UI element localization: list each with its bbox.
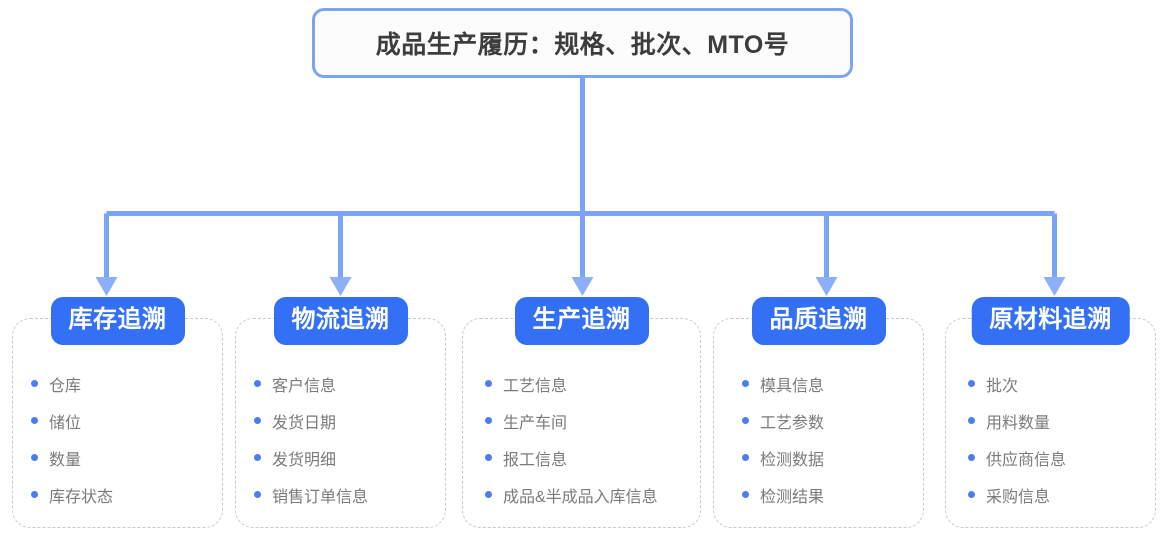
list-item: 批次: [968, 365, 1147, 402]
list-item: 工艺信息: [485, 365, 692, 402]
category-item-list-logistics: 客户信息 发货日期 发货明细 销售订单信息: [254, 365, 437, 513]
category-box-inventory: 库存追溯 仓库 储位 数量 库存状态: [12, 297, 223, 528]
connector-arrowheads: [95, 277, 1066, 296]
list-item: 工艺参数: [742, 402, 915, 439]
bullet-dot-icon: [485, 380, 492, 387]
list-item-label: 发货明细: [272, 451, 337, 469]
list-item: 成品&半成品入库信息: [485, 476, 692, 513]
arrowhead-4: [1043, 277, 1066, 296]
list-item-label: 销售订单信息: [272, 488, 369, 506]
category-title-inventory: 库存追溯: [50, 297, 185, 345]
bullet-dot-icon: [968, 380, 975, 387]
list-item: 库存状态: [31, 476, 214, 513]
bullet-dot-icon: [31, 491, 38, 498]
list-item: 检测数据: [742, 439, 915, 476]
bullet-dot-icon: [254, 417, 261, 424]
bullet-dot-icon: [742, 417, 749, 424]
bullet-dot-icon: [742, 491, 749, 498]
category-title-logistics: 物流追溯: [273, 297, 408, 345]
bullet-dot-icon: [485, 491, 492, 498]
list-item-label: 储位: [49, 414, 82, 432]
list-item-label: 报工信息: [503, 451, 568, 469]
bullet-dot-icon: [485, 454, 492, 461]
bullet-dot-icon: [968, 491, 975, 498]
list-item: 发货明细: [254, 439, 437, 476]
bullet-dot-icon: [485, 417, 492, 424]
category-box-raw-material: 原材料追溯 批次 用料数量 供应商信息 采购信息: [945, 297, 1156, 528]
list-item: 发货日期: [254, 402, 437, 439]
category-title-quality: 品质追溯: [751, 297, 886, 345]
list-item: 用料数量: [968, 402, 1147, 439]
list-item: 采购信息: [968, 476, 1147, 513]
list-item-label: 工艺参数: [760, 414, 825, 432]
list-item-label: 检测结果: [760, 488, 825, 506]
category-item-list-production: 工艺信息 生产车间 报工信息 成品&半成品入库信息: [485, 365, 692, 513]
bullet-dot-icon: [31, 417, 38, 424]
arrowhead-2: [571, 277, 594, 296]
list-item-label: 工艺信息: [503, 377, 568, 395]
arrowhead-1: [329, 277, 352, 296]
list-item: 客户信息: [254, 365, 437, 402]
list-item-label: 数量: [49, 451, 82, 469]
bullet-dot-icon: [31, 454, 38, 461]
list-item: 数量: [31, 439, 214, 476]
bullet-dot-icon: [968, 454, 975, 461]
list-item-label: 检测数据: [760, 451, 825, 469]
list-item: 仓库: [31, 365, 214, 402]
list-item-label: 生产车间: [503, 414, 568, 432]
bullet-dot-icon: [968, 417, 975, 424]
list-item-label: 批次: [986, 377, 1019, 395]
list-item: 报工信息: [485, 439, 692, 476]
list-item: 储位: [31, 402, 214, 439]
category-box-logistics: 物流追溯 客户信息 发货日期 发货明细 销售订单信息: [235, 297, 446, 528]
category-item-list-quality: 模具信息 工艺参数 检测数据 检测结果: [742, 365, 915, 513]
list-item-label: 发货日期: [272, 414, 337, 432]
arrowhead-3: [815, 277, 838, 296]
bullet-dot-icon: [254, 491, 261, 498]
category-item-list-inventory: 仓库 储位 数量 库存状态: [31, 365, 214, 513]
bullet-dot-icon: [254, 454, 261, 461]
list-item: 销售订单信息: [254, 476, 437, 513]
category-title-production: 生产追溯: [514, 297, 649, 345]
root-node-title: 成品生产履历：规格、批次、MTO号: [375, 31, 790, 59]
list-item-label: 仓库: [49, 377, 82, 395]
category-box-production: 生产追溯 工艺信息 生产车间 报工信息 成品&半成品入库信息: [462, 297, 701, 528]
list-item-label: 供应商信息: [986, 451, 1067, 469]
bullet-dot-icon: [31, 380, 38, 387]
list-item-label: 模具信息: [760, 377, 825, 395]
list-item-label: 用料数量: [986, 414, 1051, 432]
list-item: 检测结果: [742, 476, 915, 513]
category-item-list-raw-material: 批次 用料数量 供应商信息 采购信息: [968, 365, 1147, 513]
bullet-dot-icon: [254, 380, 261, 387]
bullet-dot-icon: [742, 380, 749, 387]
list-item: 供应商信息: [968, 439, 1147, 476]
category-box-quality: 品质追溯 模具信息 工艺参数 检测数据 检测结果: [713, 297, 924, 528]
list-item-label: 成品&半成品入库信息: [503, 488, 658, 506]
bullet-dot-icon: [742, 454, 749, 461]
list-item: 模具信息: [742, 365, 915, 402]
list-item-label: 客户信息: [272, 377, 337, 395]
list-item-label: 采购信息: [986, 488, 1051, 506]
list-item-label: 库存状态: [49, 488, 114, 506]
arrowhead-0: [95, 277, 118, 296]
category-title-raw-material: 原材料追溯: [971, 297, 1130, 345]
root-node: 成品生产履历：规格、批次、MTO号: [312, 8, 853, 78]
list-item: 生产车间: [485, 402, 692, 439]
